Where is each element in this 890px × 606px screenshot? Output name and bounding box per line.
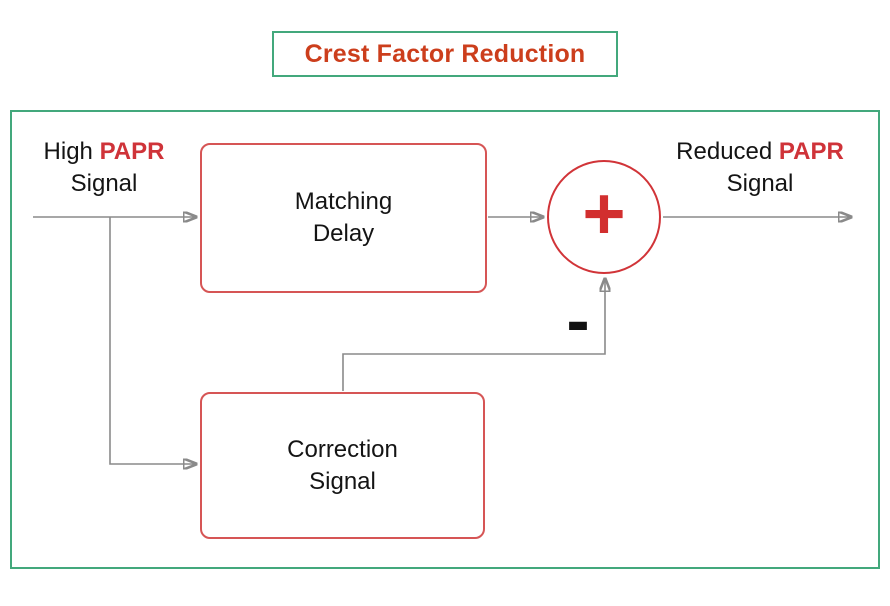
page-title: Crest Factor Reduction bbox=[304, 39, 586, 68]
input-label-prefix: High bbox=[43, 138, 100, 165]
output-signal-label: Reduced PAPR Signal bbox=[658, 136, 862, 200]
block-correction-signal: Correction Signal bbox=[200, 392, 485, 539]
output-label-line2: Signal bbox=[726, 170, 794, 197]
branch-to-correction-arrow bbox=[109, 217, 196, 464]
output-label-prefix: Reduced bbox=[676, 138, 779, 165]
correction-signal-line2: Signal bbox=[309, 467, 376, 495]
plus-sign: + bbox=[582, 172, 626, 255]
correction-to-summer-arrow bbox=[342, 279, 605, 391]
correction-signal-line1: Correction bbox=[287, 435, 398, 463]
input-label-line2: Signal bbox=[70, 170, 138, 197]
matching-delay-line1: Matching bbox=[294, 188, 393, 215]
output-label-papr: PAPR bbox=[778, 138, 844, 165]
input-signal-label: High PAPR Signal bbox=[18, 136, 190, 200]
block-matching-delay: Matching Delay bbox=[200, 143, 487, 293]
output-label-line1: Reduced PAPR bbox=[658, 136, 862, 168]
matching-delay-line2: Delay bbox=[312, 220, 375, 247]
title-box: Crest Factor Reduction bbox=[272, 31, 618, 77]
minus-sign: - bbox=[566, 281, 590, 359]
input-label-papr: PAPR bbox=[99, 138, 165, 165]
input-label-line1: High PAPR bbox=[18, 136, 190, 168]
summer-node: + bbox=[547, 160, 661, 274]
diagram-border bbox=[10, 110, 880, 569]
